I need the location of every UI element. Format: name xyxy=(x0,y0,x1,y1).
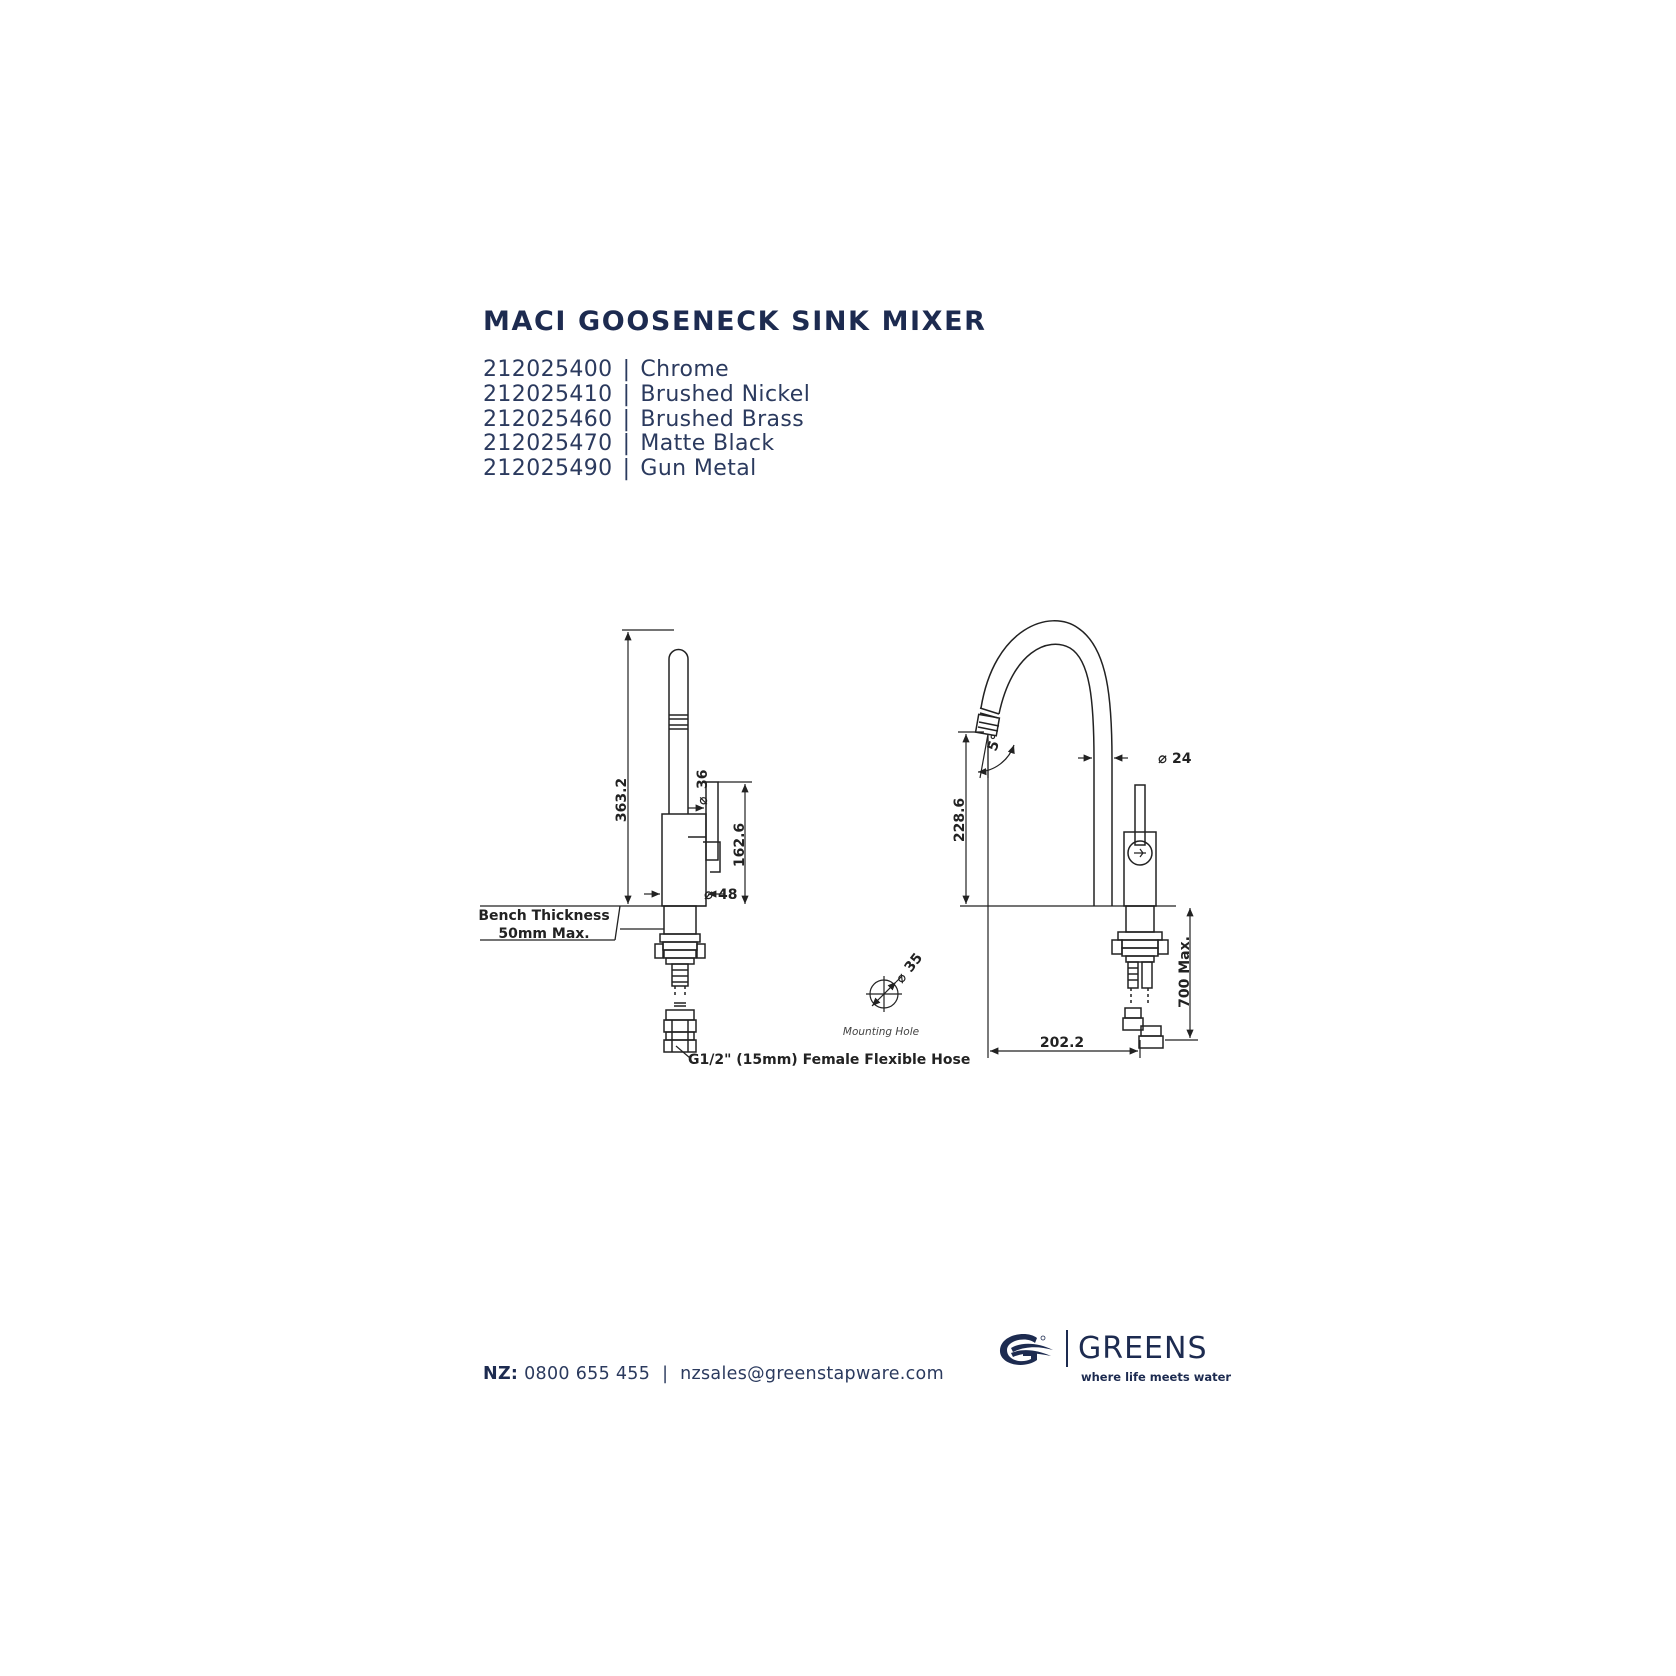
dia-symbol: ⌀ xyxy=(1158,749,1167,767)
greens-wave-logo-icon xyxy=(999,1334,1053,1365)
brand-divider xyxy=(1066,1330,1068,1367)
dimension-total-height xyxy=(622,629,674,904)
variant-item: 212025470|Matte Black xyxy=(483,431,775,457)
region-label: NZ: xyxy=(483,1364,519,1384)
dimension-label-dia-36: 36 xyxy=(695,770,711,789)
dimension-label-dia-24: 24 xyxy=(1172,751,1192,767)
variant-item: 212025460|Brushed Brass xyxy=(483,406,805,432)
phone-number: 0800 655 455 xyxy=(524,1364,651,1384)
mounting-hole-symbol xyxy=(866,975,903,1012)
dimension-label-700: 700 Max. xyxy=(1177,936,1193,1008)
brand-tagline: where life meets water xyxy=(1081,1370,1232,1384)
dimension-label-363: 363.2 xyxy=(614,778,630,822)
mounting-hole-label: Mounting Hole xyxy=(843,1026,919,1038)
dimension-label-202: 202.2 xyxy=(1040,1035,1084,1051)
front-elevation-view xyxy=(974,620,1169,1049)
variant-item: 212025490|Gun Metal xyxy=(483,456,757,482)
dia-symbol: ⌀ xyxy=(695,796,711,805)
hose-label: G1/2" (15mm) Female Flexible Hose xyxy=(688,1052,970,1068)
footer-separator: | xyxy=(662,1364,669,1384)
document-title: MACI GOOSENECK SINK MIXER xyxy=(483,306,987,337)
mounting-dia-label: 35 xyxy=(902,950,927,975)
brand-name: GREENS xyxy=(1078,1331,1208,1366)
dimension-spout-height xyxy=(958,731,984,904)
dimension-lever-height xyxy=(718,781,752,904)
dimension-label-dia-48: 48 xyxy=(718,887,737,903)
dia-symbol: ⌀ xyxy=(893,970,911,987)
brand-block: GREENS where life meets water xyxy=(997,1330,1231,1390)
angle-label: 5° xyxy=(985,732,1006,753)
dimension-hose-length xyxy=(1165,908,1198,1041)
footer-contact: NZ: 0800 655 455 | nzsales@greenstapware… xyxy=(483,1364,944,1384)
dimension-label-162: 162.6 xyxy=(732,823,748,867)
email-address: nzsales@greenstapware.com xyxy=(680,1364,944,1384)
dimension-reach xyxy=(987,740,1141,1058)
hose-leader-line xyxy=(675,1045,691,1059)
bench-thickness-max-label: 50mm Max. xyxy=(498,926,589,942)
dia-symbol: ⌀ xyxy=(704,885,713,903)
variant-list: 212025400|Chrome 212025410|Brushed Nicke… xyxy=(483,357,811,482)
side-elevation-view xyxy=(654,648,721,1053)
bench-leader-line xyxy=(614,905,621,941)
variant-item: 212025400|Chrome xyxy=(483,357,730,382)
dimension-label-228: 228.6 xyxy=(952,798,968,842)
variant-item: 212025410|Brushed Nickel xyxy=(483,381,811,407)
bench-thickness-label: Bench Thickness xyxy=(478,908,609,924)
